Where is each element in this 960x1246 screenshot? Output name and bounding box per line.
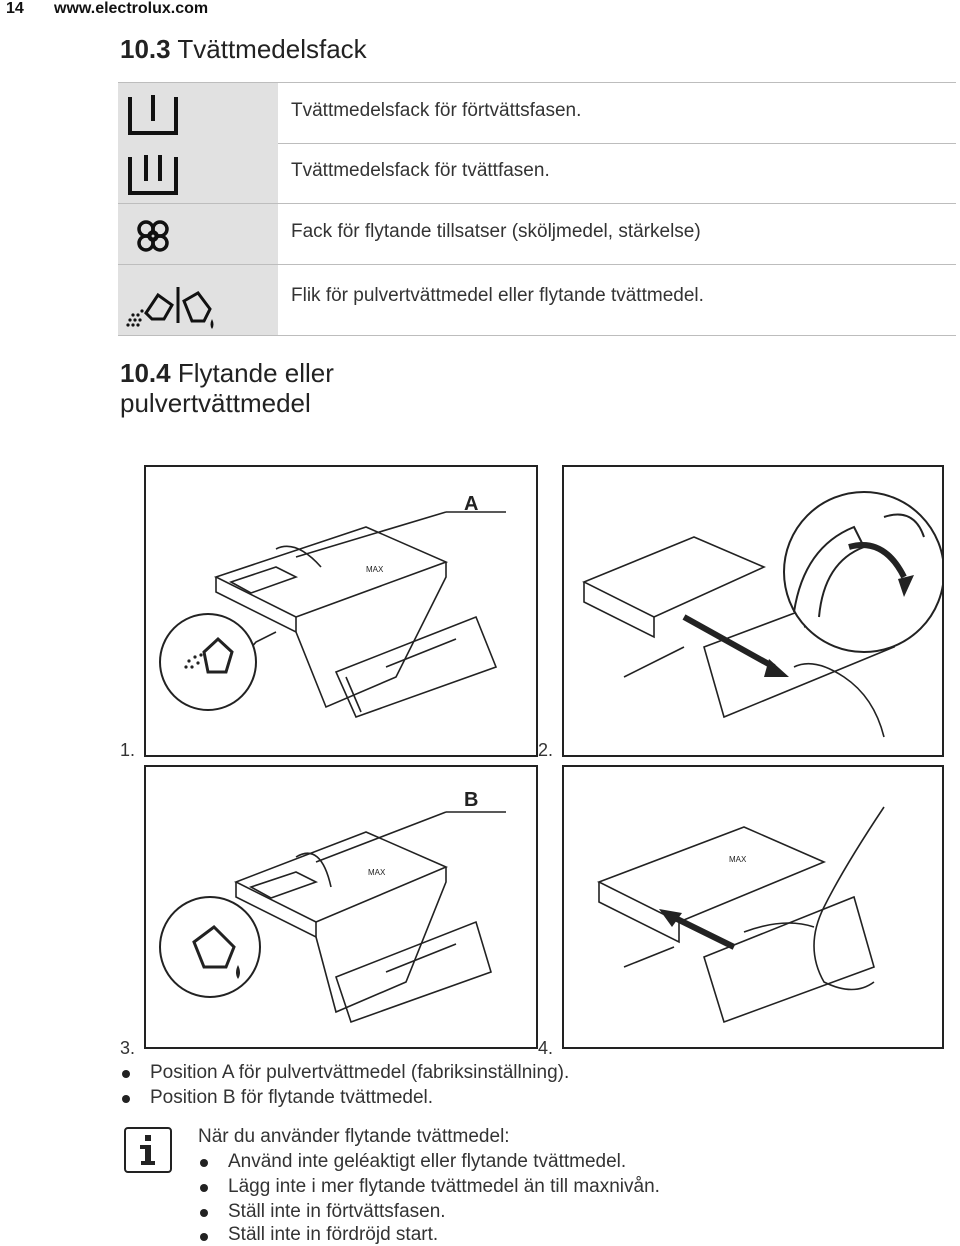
bullet-dot	[200, 1233, 208, 1241]
figure-label: 4.	[538, 1038, 554, 1058]
info-icon	[124, 1127, 172, 1173]
table-row: Tvättmedelsfack för tvättfasen.	[118, 143, 956, 204]
section-title-line2: pulvertvättmedel	[120, 388, 311, 418]
table-row: Flik för pulvertvättmedel eller flytande…	[118, 265, 956, 336]
icon-cell	[118, 204, 278, 264]
max-mark: MAX	[729, 855, 747, 864]
position-b-text: Position B för flytande tvättmedel.	[150, 1087, 434, 1108]
section-title-line1: Flytande eller	[177, 358, 334, 388]
bullet-dot	[122, 1095, 130, 1103]
bullet-dot	[200, 1209, 208, 1217]
note-item: Använd inte geléaktigt eller flytande tv…	[228, 1151, 627, 1172]
compartment-text: Flik för pulvertvättmedel eller flytande…	[291, 285, 704, 306]
section-number: 10.4	[120, 358, 171, 388]
icon-cell	[118, 83, 278, 143]
compartment-text: Tvättmedelsfack för förtvättsfasen.	[291, 100, 582, 121]
position-a-text: Position A för pulvertvättmedel (fabriks…	[150, 1062, 570, 1083]
prewash-compartment-icon	[128, 95, 178, 135]
position-letter: B	[464, 789, 479, 811]
figure-label: 1.	[120, 740, 136, 760]
arrow-icon	[659, 909, 682, 927]
icon-cell	[118, 265, 278, 335]
figure-label: 2.	[538, 740, 554, 760]
compartment-text: Tvättmedelsfack för tvättfasen.	[291, 160, 550, 181]
page-number: 14	[6, 0, 24, 17]
section-title-10-3: 10.3 Tvättmedelsfack	[120, 34, 367, 64]
drawer-pull-illustration	[582, 491, 942, 738]
compartment-text: Fack för flytande tillsatser (sköljmedel…	[291, 221, 701, 242]
figure-2	[562, 465, 944, 757]
note-item: Ställ inte in förtvättsfasen.	[228, 1201, 446, 1222]
note-item: Lägg inte i mer flytande tvättmedel än t…	[228, 1176, 660, 1197]
table-row: Tvättmedelsfack för förtvättsfasen.	[118, 82, 956, 144]
powder-detergent-icon	[184, 636, 234, 674]
figure-1: MAX A	[144, 465, 538, 757]
drawer-push-illustration: MAX	[597, 806, 885, 1024]
arrow-icon	[764, 659, 789, 677]
figure-label: 3.	[120, 1038, 136, 1058]
position-letter: A	[464, 493, 479, 515]
table-row: Fack för flytande tillsatser (sköljmedel…	[118, 204, 956, 265]
detergent-drawer-illustration: MAX	[159, 811, 506, 1024]
section-title-text: Tvättmedelsfack	[177, 34, 367, 64]
max-mark: MAX	[368, 868, 386, 877]
arrow-icon	[898, 575, 914, 597]
section-number: 10.3	[120, 34, 171, 64]
section-title-10-4: 10.4 Flytande eller pulvertvättmedel	[120, 358, 334, 418]
note-item: Ställ inte in fördröjd start.	[228, 1224, 439, 1245]
figure-3: MAX B	[144, 765, 538, 1049]
main-wash-compartment-icon	[128, 155, 178, 195]
note-heading: När du använder flytande tvättmedel:	[198, 1126, 510, 1147]
liquid-detergent-icon	[192, 925, 240, 979]
max-mark: MAX	[366, 565, 384, 574]
bullet-dot	[200, 1184, 208, 1192]
header-url: www.electrolux.com	[54, 0, 209, 17]
bullet-dot	[122, 1070, 130, 1078]
figure-4: MAX	[562, 765, 944, 1049]
flower-softener-icon	[137, 220, 169, 252]
powder-liquid-flap-icon	[126, 287, 214, 329]
icon-cell	[118, 143, 278, 203]
bullet-dot	[200, 1159, 208, 1167]
detergent-drawer-illustration: MAX	[159, 511, 506, 719]
